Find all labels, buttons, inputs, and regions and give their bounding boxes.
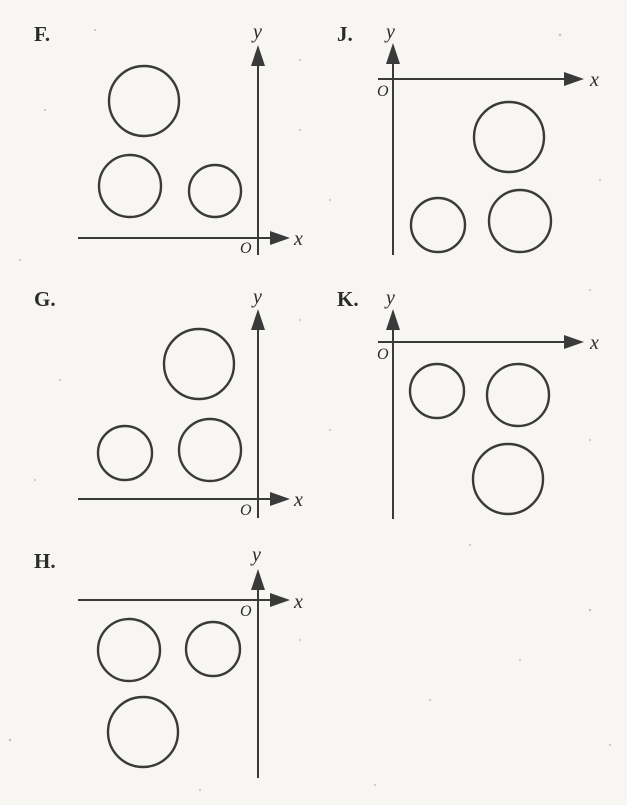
y-arrow-f xyxy=(251,45,265,66)
y-arrow-j xyxy=(386,43,400,64)
panel-h: H. y x O xyxy=(34,544,303,778)
x-arrow-k xyxy=(564,335,584,349)
panel-label-f: F. xyxy=(34,22,50,46)
circle-f-top xyxy=(107,64,181,138)
panel-label-h: H. xyxy=(34,549,56,573)
x-arrow-f xyxy=(270,231,290,245)
x-arrow-j xyxy=(564,72,584,86)
y-arrow-g xyxy=(251,309,265,330)
y-axis-label-j: y xyxy=(384,21,395,43)
x-axis-label-h: x xyxy=(293,591,303,613)
circle-f-bottom-right xyxy=(187,163,243,219)
y-arrow-k xyxy=(386,309,400,330)
origin-label-f: O xyxy=(240,240,252,257)
panel-label-g: G. xyxy=(34,287,56,311)
circle-j-bottom-right xyxy=(487,188,553,254)
panel-label-j: J. xyxy=(337,22,353,46)
circle-k-top-left xyxy=(408,362,466,420)
circle-k-bottom xyxy=(471,442,545,516)
origin-label-j: O xyxy=(377,83,389,100)
x-axis-label-f: x xyxy=(293,228,303,250)
circle-f-bottom-left xyxy=(97,153,163,219)
panel-k: K. y x O xyxy=(337,287,599,519)
x-axis-label-j: x xyxy=(589,69,599,91)
x-arrow-g xyxy=(270,492,290,506)
circle-g-top xyxy=(162,327,236,401)
circle-k-top-right xyxy=(485,362,551,428)
circle-j-top xyxy=(472,100,546,174)
circle-h-top-left xyxy=(96,617,162,683)
panel-g: G. y x O xyxy=(34,286,303,519)
x-arrow-h xyxy=(270,593,290,607)
y-axis-label-f: y xyxy=(251,21,262,43)
origin-label-g: O xyxy=(240,502,252,519)
y-axis-label-g: y xyxy=(251,286,262,308)
circle-h-top-right xyxy=(184,620,242,678)
scan-specks xyxy=(8,29,611,791)
x-axis-label-k: x xyxy=(589,332,599,354)
circle-g-bottom-left xyxy=(96,424,154,482)
origin-label-h: O xyxy=(240,603,252,620)
y-axis-label-k: y xyxy=(384,287,395,309)
circle-h-bottom xyxy=(106,695,180,769)
panel-j: J. y x O xyxy=(337,21,599,255)
panel-f: F. y x O xyxy=(34,21,303,257)
x-axis-label-g: x xyxy=(293,489,303,511)
circle-j-bottom-left xyxy=(409,196,467,254)
y-arrow-h xyxy=(251,569,265,590)
circle-g-bottom-right xyxy=(177,417,243,483)
panel-label-k: K. xyxy=(337,287,359,311)
origin-label-k: O xyxy=(377,346,389,363)
y-axis-label-h: y xyxy=(250,544,261,566)
